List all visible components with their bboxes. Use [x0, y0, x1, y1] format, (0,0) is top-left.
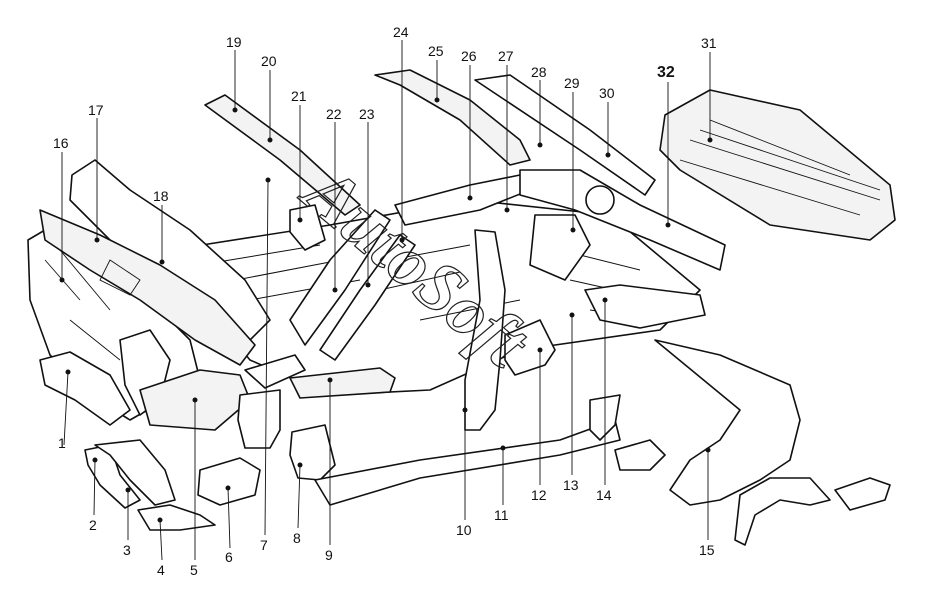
callout-15: 15: [699, 542, 715, 558]
part-6-mount: [197, 457, 261, 506]
part-3-rail: [94, 439, 176, 506]
part-7-pillar-base: [237, 389, 281, 449]
part-4-gusset: [137, 504, 216, 531]
part-15-extension: [834, 477, 891, 511]
callout-27: 27: [498, 48, 514, 64]
part-15-wheel-arch: [734, 477, 831, 546]
part-17-cowl: [69, 159, 271, 341]
part-9-front-rail: [289, 367, 396, 399]
part-22-a-pillar: [289, 209, 391, 346]
callout-8: 8: [293, 530, 301, 546]
part-18-dash-panel: [39, 209, 256, 366]
callout-28: 28: [531, 64, 547, 80]
part-11-sill: [314, 419, 621, 506]
part-7-upper: [244, 354, 306, 389]
callout-20: 20: [261, 53, 277, 69]
part-30-rear-rail: [519, 169, 726, 271]
callout-16: 16: [53, 135, 69, 151]
part-23-pillar: [319, 234, 416, 361]
leader-lines: [61, 40, 711, 561]
part-12-inner-panel: [504, 319, 556, 376]
callout-29: 29: [564, 75, 580, 91]
callout-4: 4: [157, 562, 165, 578]
callout-3: 3: [123, 542, 131, 558]
callout-19: 19: [226, 34, 242, 50]
part-29-fuel-filler: [585, 185, 615, 215]
callout-9: 9: [325, 547, 333, 563]
callout-5: 5: [190, 562, 198, 578]
callout-labels: 1 2 3 4 5 6 7 8 9 10 11 12 13 14 15 16 1…: [53, 24, 717, 578]
part-1-lower-bracket: [39, 351, 131, 426]
callout-10: 10: [456, 522, 472, 538]
callout-18: 18: [153, 188, 169, 204]
callout-24: 24: [393, 24, 409, 40]
callout-6: 6: [225, 549, 233, 565]
callout-32: 32: [657, 64, 675, 81]
callout-11: 11: [494, 507, 509, 523]
callout-23: 23: [359, 106, 375, 122]
callout-13: 13: [563, 477, 579, 493]
callout-21: 21: [291, 88, 307, 104]
callout-1: 1: [58, 435, 66, 451]
leader-dots: [59, 97, 713, 523]
callout-14: 14: [596, 487, 612, 503]
callout-31: 31: [701, 35, 717, 51]
callout-30: 30: [599, 85, 615, 101]
part-21-bracket: [289, 204, 326, 251]
part-14-gusset: [614, 439, 666, 471]
callout-25: 25: [428, 43, 444, 59]
part-10-b-pillar: [464, 229, 506, 431]
callout-7: 7: [260, 537, 268, 553]
callout-12: 12: [531, 487, 547, 503]
callout-22: 22: [326, 106, 342, 122]
part-8-bracket: [289, 424, 336, 481]
part-25-roof-side: [374, 69, 531, 166]
part-15-quarter-panel: [654, 339, 801, 506]
part-28-roof-rail: [474, 74, 656, 196]
part-19-roof-rail: [204, 94, 361, 216]
callout-2: 2: [89, 517, 97, 533]
callout-17: 17: [88, 102, 104, 118]
callout-26: 26: [461, 48, 477, 64]
part-31-rear-floor: [659, 89, 896, 241]
part-13-rear-rail: [584, 284, 706, 329]
